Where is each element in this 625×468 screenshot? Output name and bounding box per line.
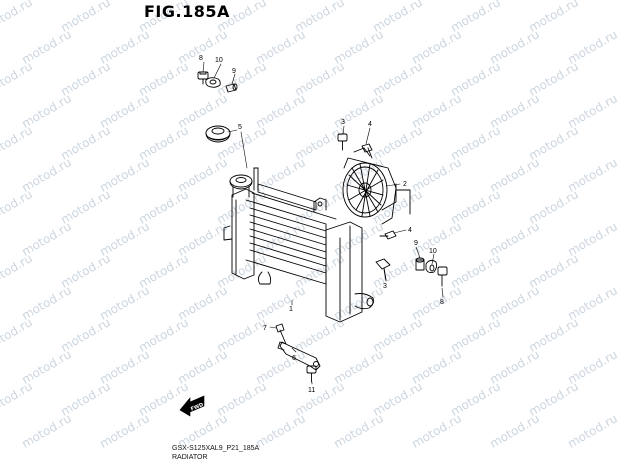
cooling-fan-part [342, 147, 411, 225]
callout-number: 3 [383, 283, 387, 290]
radiator-part [223, 167, 374, 323]
callout-number: 4 [368, 121, 372, 128]
callout-number: 1 [289, 306, 293, 313]
callout-numbers: 8 10 9 5 3 4 2 4 9 10 3 8 1 7 6 11 [199, 55, 444, 394]
figure-code: GSX-S125XAL9_P21_185A [172, 445, 260, 452]
grommet-part [205, 77, 221, 88]
screw-part [375, 258, 391, 281]
figure-name: RADIATOR [172, 454, 208, 461]
callout-number: 9 [232, 68, 236, 75]
callout-number: 8 [440, 299, 444, 306]
callout-number: 6 [292, 355, 296, 362]
figure-footer: GSX-S125XAL9_P21_185A RADIATOR [172, 444, 259, 462]
screw-part [337, 133, 348, 151]
callout-number: 10 [429, 248, 437, 255]
grommet-part [425, 259, 438, 274]
callout-number: 11 [308, 387, 315, 394]
fwd-label: FWD [190, 402, 204, 412]
bolt-part [306, 365, 317, 383]
bolt-part [437, 266, 448, 287]
radiator-cap-part [205, 125, 231, 143]
callout-number: 9 [414, 240, 418, 247]
bolt-part [197, 71, 209, 85]
collar-part [415, 257, 425, 271]
callout-number: 2 [403, 181, 407, 188]
callout-number: 5 [238, 124, 242, 131]
figure-title: FIG.185A [144, 2, 230, 21]
screw-part [379, 230, 397, 240]
callout-number: 4 [408, 227, 412, 234]
screw-part [361, 143, 373, 159]
screw-part [275, 323, 287, 345]
callout-number: 7 [263, 325, 267, 332]
filler-neck-part [229, 174, 253, 198]
forward-arrow-icon: FWD [179, 395, 204, 417]
callout-number: 10 [215, 57, 223, 64]
callout-number: 3 [341, 119, 345, 126]
callout-number: 8 [199, 55, 203, 62]
leader-lines [202, 61, 444, 385]
collar-part [225, 83, 238, 93]
